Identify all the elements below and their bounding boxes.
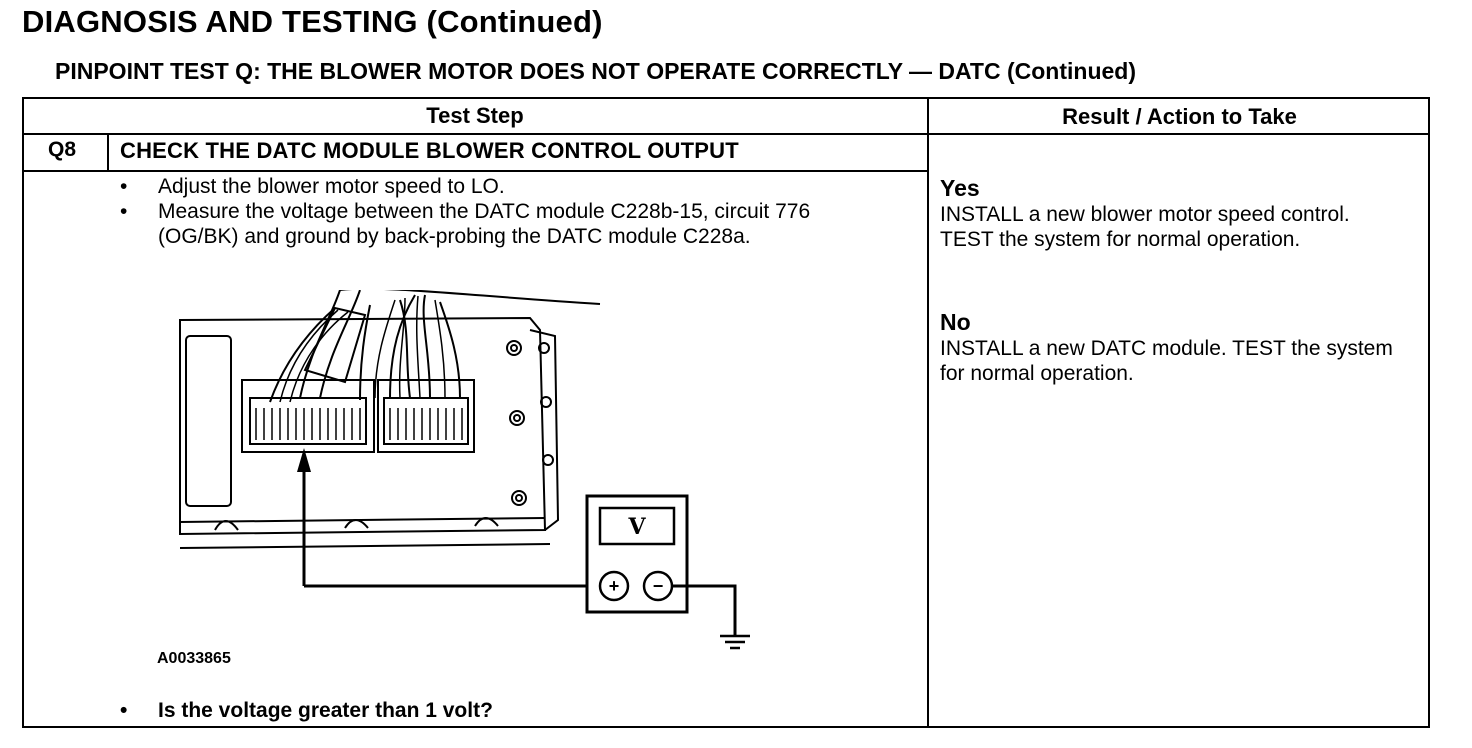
question-text: Is the voltage greater than 1 volt? bbox=[158, 699, 493, 722]
step-instructions: • Adjust the blower motor speed to LO. •… bbox=[110, 174, 870, 249]
voltmeter-icon: V + − bbox=[585, 494, 689, 614]
instruction-text: Measure the voltage between the DATC mod… bbox=[158, 200, 811, 248]
bullet: • bbox=[120, 175, 128, 198]
result-label-no: No bbox=[940, 309, 971, 335]
instruction-text: Adjust the blower motor speed to LO. bbox=[158, 175, 505, 198]
plus-terminal: + bbox=[609, 576, 620, 596]
figure-code: A0033865 bbox=[157, 650, 231, 667]
instruction-item: • Adjust the blower motor speed to LO. bbox=[110, 174, 870, 199]
ground-symbol-icon bbox=[720, 634, 750, 650]
column-header-result: Result / Action to Take bbox=[1062, 104, 1297, 129]
probe-arrow-icon bbox=[297, 448, 311, 586]
result-yes: Yes INSTALL a new blower motor speed con… bbox=[940, 175, 1420, 252]
step-question: • Is the voltage greater than 1 volt? bbox=[110, 699, 493, 723]
datc-module-illustration: V + − bbox=[179, 290, 750, 650]
result-no: No INSTALL a new DATC module. TEST the s… bbox=[940, 309, 1420, 386]
step-row-divider bbox=[22, 170, 928, 172]
page-title: DIAGNOSIS AND TESTING (Continued) bbox=[22, 4, 603, 39]
result-action-no: INSTALL a new DATC module. TEST the syst… bbox=[940, 337, 1393, 385]
column-divider bbox=[927, 97, 929, 728]
column-header-test-step: Test Step bbox=[426, 103, 524, 128]
minus-terminal: − bbox=[653, 576, 664, 596]
pinpoint-test-table bbox=[22, 97, 1430, 728]
step-title: CHECK THE DATC MODULE BLOWER CONTROL OUT… bbox=[120, 138, 739, 163]
step-id: Q8 bbox=[48, 138, 77, 161]
result-label-yes: Yes bbox=[940, 175, 980, 201]
result-action-yes: INSTALL a new blower motor speed control… bbox=[940, 203, 1350, 251]
bullet: • bbox=[120, 200, 128, 223]
pinpoint-test-title: PINPOINT TEST Q: THE BLOWER MOTOR DOES N… bbox=[55, 58, 1136, 84]
header-divider bbox=[22, 133, 1430, 135]
bullet: • bbox=[120, 699, 128, 722]
meter-symbol: V bbox=[627, 514, 646, 540]
step-id-divider bbox=[107, 133, 109, 170]
instruction-item: • Measure the voltage between the DATC m… bbox=[110, 199, 870, 249]
